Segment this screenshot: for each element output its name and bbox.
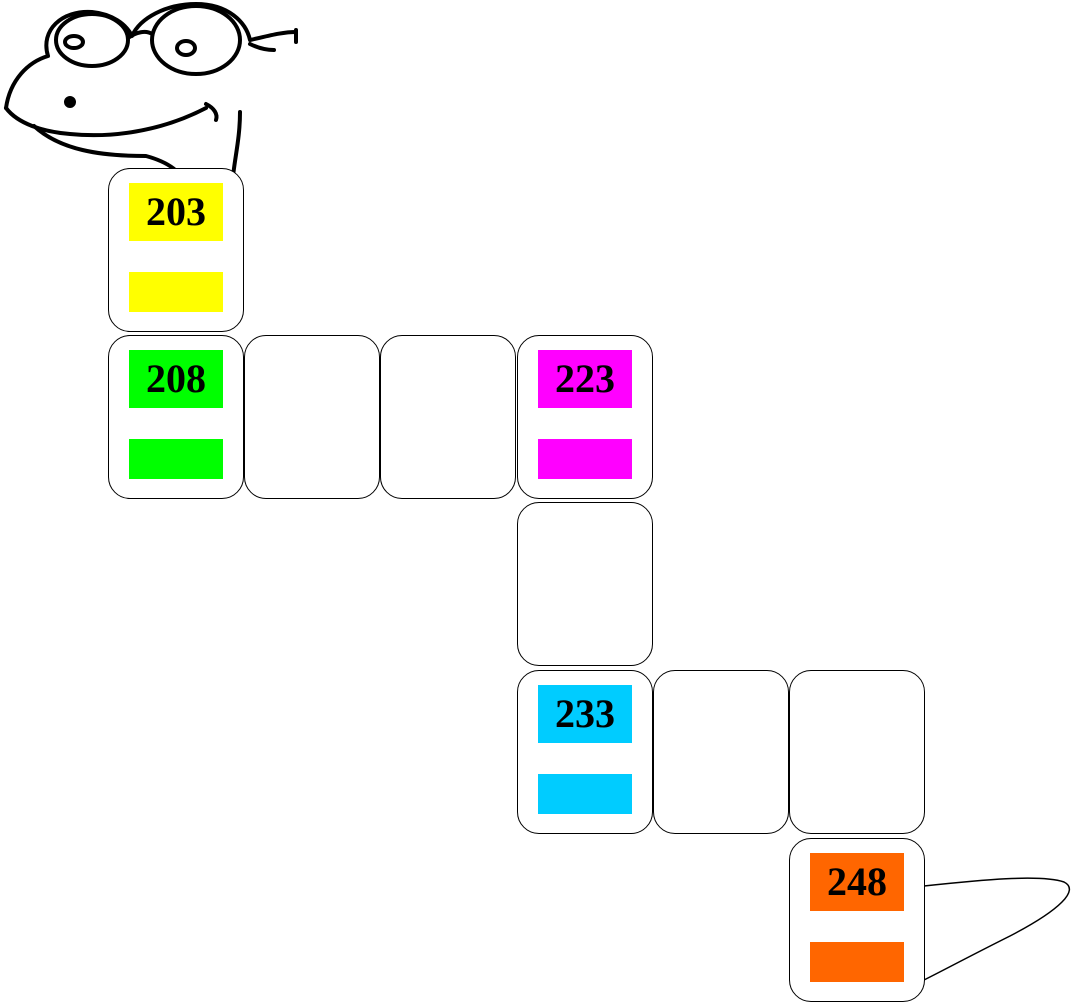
cell-number: 208 [129, 350, 223, 408]
worm-cell-9-empty[interactable] [789, 670, 925, 834]
answer-box[interactable] [538, 439, 632, 479]
worm-cell-6-empty[interactable] [517, 502, 653, 666]
worm-cell-7: 233 [517, 670, 653, 834]
worm-cell-4-empty[interactable] [380, 335, 516, 499]
worm-cell-10: 248 [789, 838, 925, 1002]
cell-number: 233 [538, 685, 632, 743]
worm-cell-1: 203 [108, 168, 244, 332]
worm-cell-5: 223 [517, 335, 653, 499]
cell-number: 248 [810, 853, 904, 911]
answer-box[interactable] [129, 439, 223, 479]
frog-with-glasses-icon [4, 2, 298, 188]
worm-cell-2: 208 [108, 335, 244, 499]
worm-tail-icon [923, 877, 1070, 981]
answer-box[interactable] [810, 942, 904, 982]
worm-cell-3-empty[interactable] [244, 335, 380, 499]
answer-box[interactable] [538, 774, 632, 814]
cell-number: 203 [129, 183, 223, 241]
worm-cell-8-empty[interactable] [653, 670, 789, 834]
answer-box[interactable] [129, 272, 223, 312]
cell-number: 223 [538, 350, 632, 408]
